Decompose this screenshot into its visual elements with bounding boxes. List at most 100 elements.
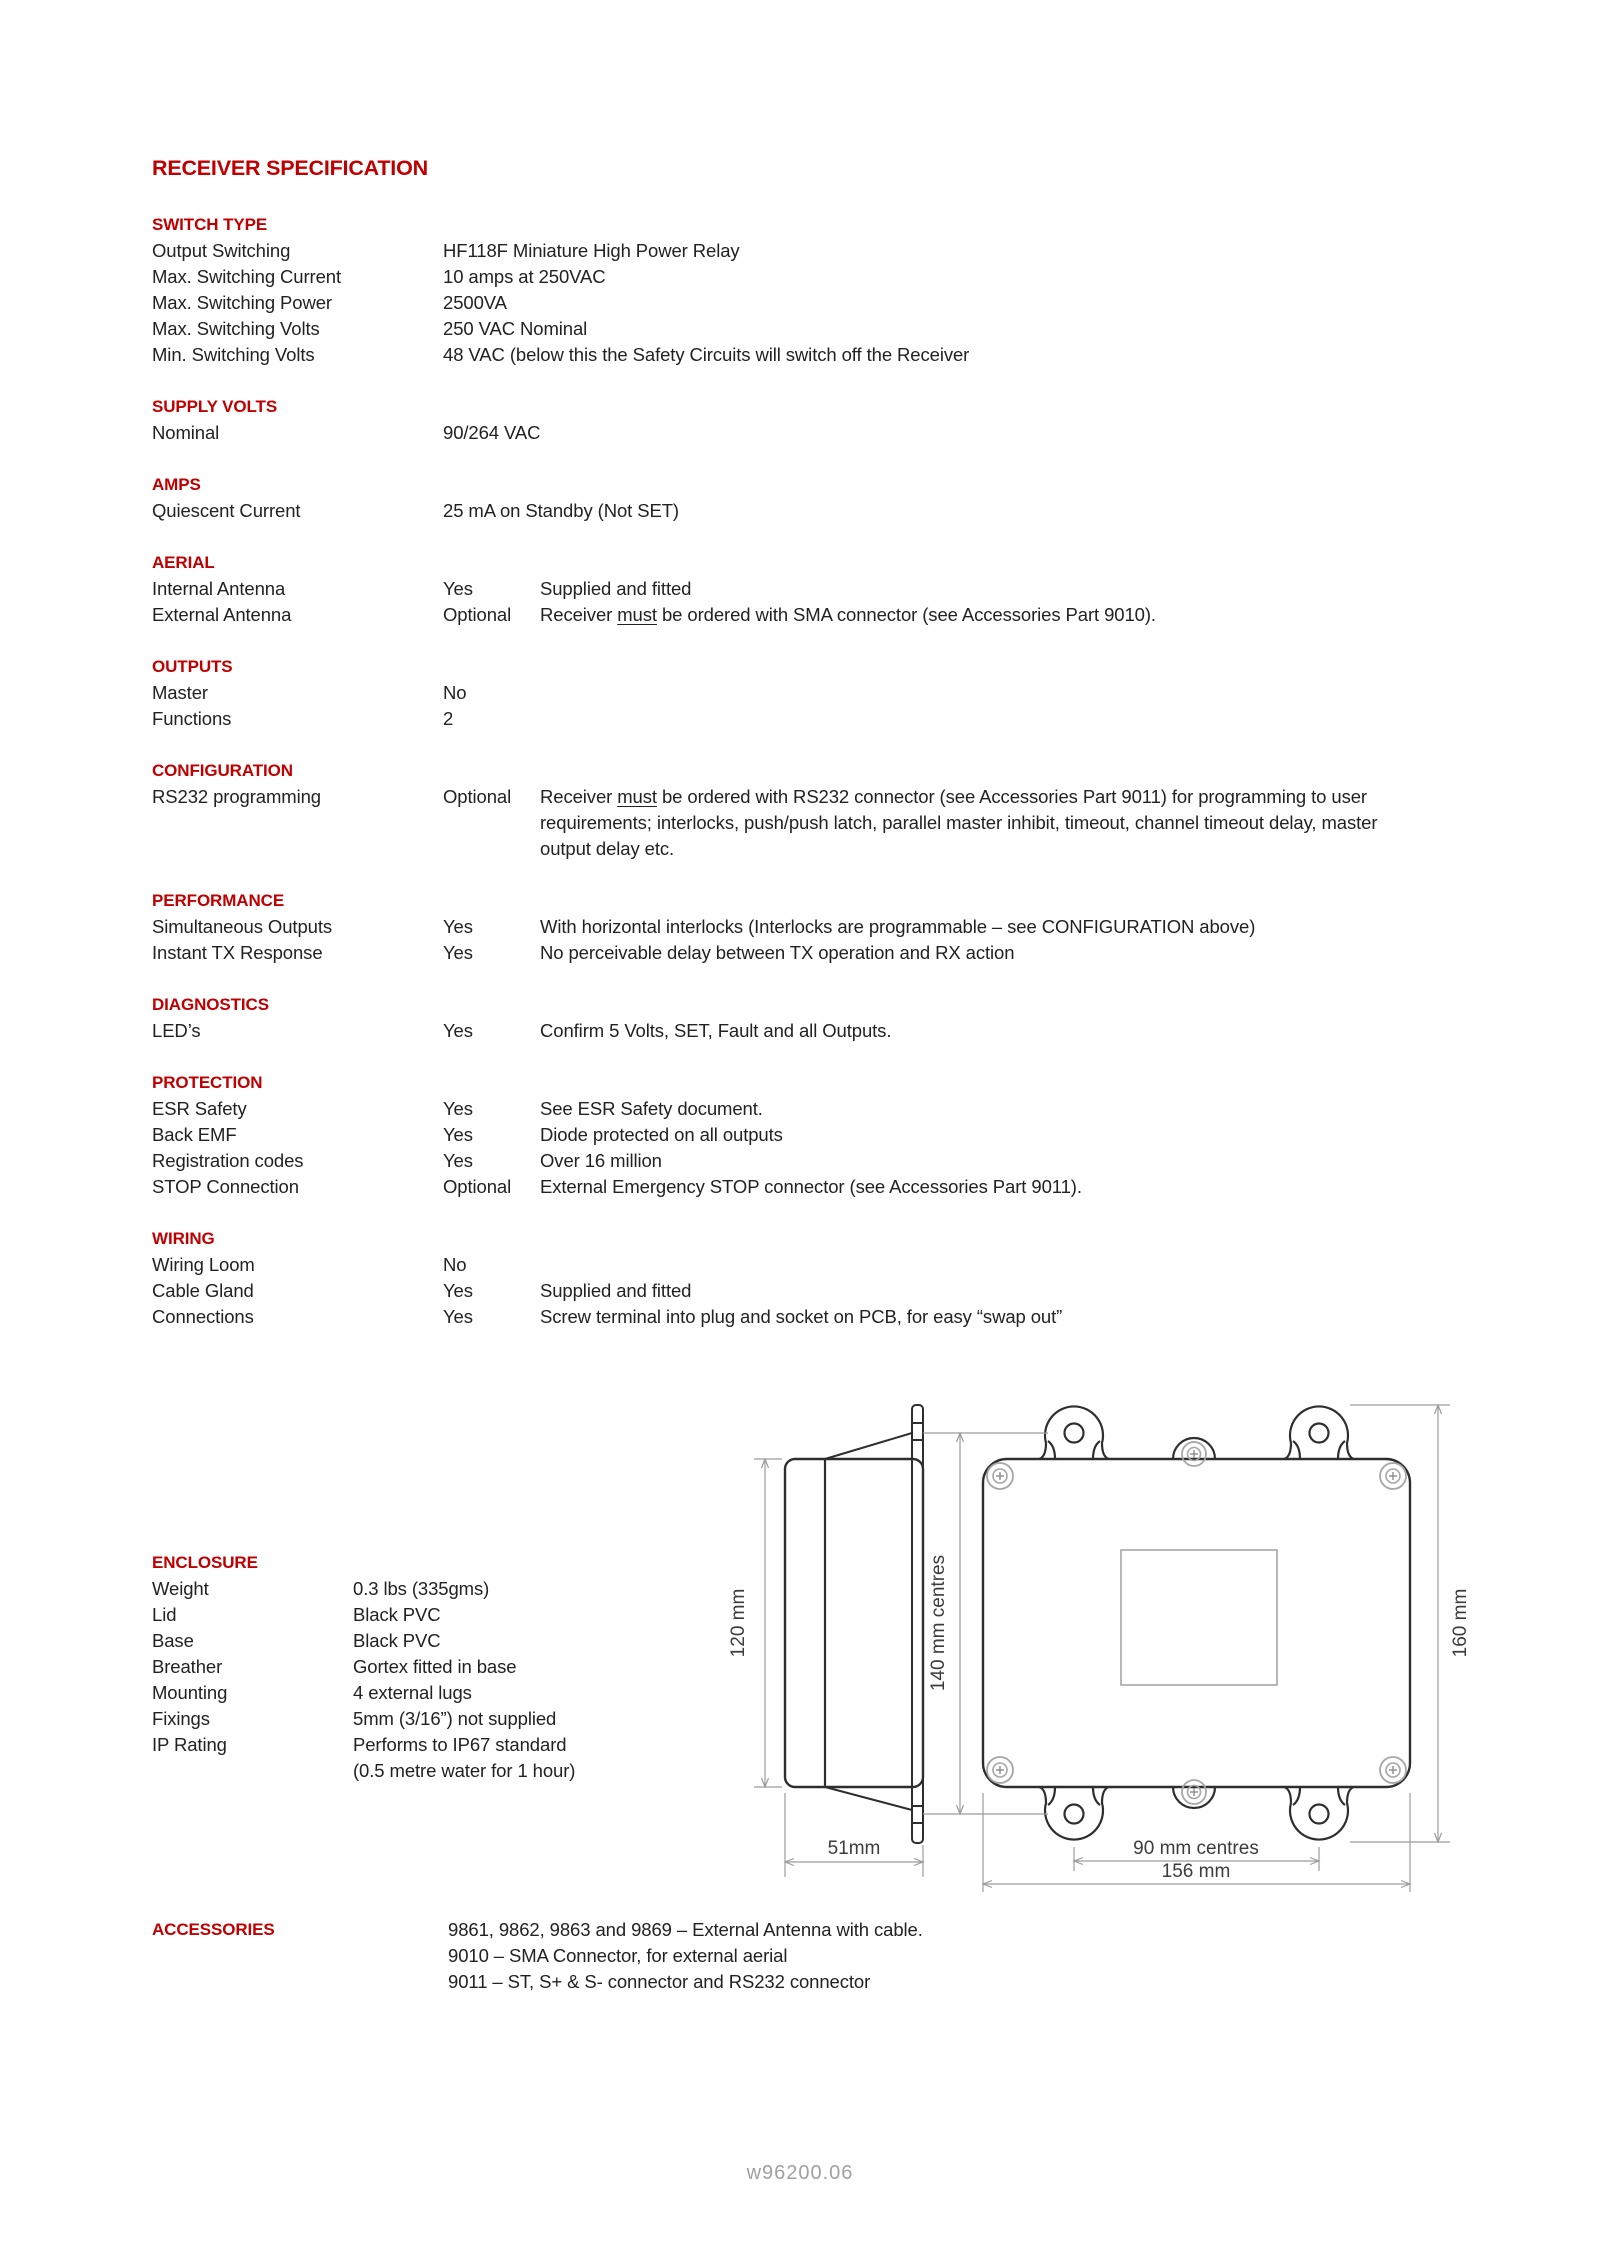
spec-label: Output Switching xyxy=(152,240,291,261)
dim-label-160mm: 160 mm xyxy=(1450,1589,1471,1658)
accessories-section: ACCESSORIES 9861, 9862, 9863 and 9869 – … xyxy=(152,1917,923,1995)
spec-description xyxy=(540,264,1388,290)
dim-label-120mm: 120 mm xyxy=(728,1589,749,1658)
dim-label-90mm-centres: 90 mm centres xyxy=(1133,1838,1259,1859)
enclosure-label: Breather xyxy=(152,1656,223,1677)
spec-description xyxy=(540,706,1388,732)
spec-label: Registration codes xyxy=(152,1150,304,1171)
spec-description: Confirm 5 Volts, SET, Fault and all Outp… xyxy=(540,1020,892,1041)
accessory-line: 9861, 9862, 9863 and 9869 – External Ant… xyxy=(448,1919,923,1940)
spec-label: Max. Switching Current xyxy=(152,266,342,287)
section-heading: OUTPUTS xyxy=(152,657,233,676)
mounting-lugs xyxy=(1038,1405,1355,1841)
enclosure-value: Black PVC xyxy=(353,1630,441,1651)
spec-label: Cable Gland xyxy=(152,1280,254,1301)
spec-value: 2 xyxy=(443,708,454,729)
lug-holes xyxy=(1047,1422,1346,1825)
dim-label-156mm: 156 mm xyxy=(1162,1861,1231,1882)
spec-label: Quiescent Current xyxy=(152,500,301,521)
front-view-outline xyxy=(981,1405,1412,1841)
enclosure-label: Fixings xyxy=(152,1708,210,1729)
spec-value: Yes xyxy=(443,1280,473,1301)
spec-value: Optional xyxy=(443,1176,512,1197)
dim-lug-centres-vertical: 140 mm centres xyxy=(923,1431,1048,1816)
dim-box-height: 120 mm xyxy=(728,1457,782,1789)
spec-value: 90/264 VAC xyxy=(443,422,541,443)
spec-label: ESR Safety xyxy=(152,1098,247,1119)
spec-description: Diode protected on all outputs xyxy=(540,1124,783,1145)
spec-value: No xyxy=(443,1254,467,1275)
bottom-screw-bump xyxy=(1171,1786,1217,1810)
enclosure-value: 0.3 lbs (335gms) xyxy=(353,1578,490,1599)
spec-description: Supplied and fitted xyxy=(540,1280,692,1301)
spec-description xyxy=(540,290,1388,316)
spec-value: Yes xyxy=(443,1098,473,1119)
spec-row: Master No xyxy=(152,680,1560,706)
spec-value: No xyxy=(443,682,467,703)
spec-description: No perceivable delay between TX operatio… xyxy=(540,942,1015,963)
spec-label: External Antenna xyxy=(152,604,292,625)
enclosure-value: 4 external lugs xyxy=(353,1682,472,1703)
section-heading: AERIAL xyxy=(152,553,215,572)
spec-description: Receiver must be ordered with RS232 conn… xyxy=(540,786,1378,859)
section-heading: SWITCH TYPE xyxy=(152,215,268,234)
spec-row: Back EMF Yes Diode protected on all output… xyxy=(152,1122,1560,1148)
spec-label: Back EMF xyxy=(152,1124,237,1145)
spec-value: 250 VAC Nominal xyxy=(443,318,588,339)
spec-label: Connections xyxy=(152,1306,254,1327)
section-heading: SUPPLY VOLTS xyxy=(152,397,278,416)
spec-description xyxy=(540,498,1388,524)
section-heading: WIRING xyxy=(152,1229,215,1248)
spec-label: LED’s xyxy=(152,1020,201,1041)
spec-label: RS232 programming xyxy=(152,786,321,807)
spec-description xyxy=(540,1252,1388,1278)
spec-value: 2500VA xyxy=(443,292,507,313)
enclosure-value: (0.5 metre water for 1 hour) xyxy=(353,1760,576,1781)
section-heading: ENCLOSURE xyxy=(152,1553,258,1572)
dim-label-140mm-centres: 140 mm centres xyxy=(928,1555,949,1691)
spec-value: 10 amps at 250VAC xyxy=(443,266,606,287)
enclosure-label: Mounting xyxy=(152,1682,228,1703)
spec-value: Yes xyxy=(443,1124,473,1145)
enclosure-label: IP Rating xyxy=(152,1734,227,1755)
spec-label: Internal Antenna xyxy=(152,578,286,599)
section-heading: DIAGNOSTICS xyxy=(152,995,269,1014)
section-heading: AMPS xyxy=(152,475,201,494)
section-heading: PERFORMANCE xyxy=(152,891,285,910)
spec-row: Max. Switching Current 10 amps at 250VAC xyxy=(152,264,1560,290)
spec-value: Yes xyxy=(443,1306,473,1327)
enclosure-label: Base xyxy=(152,1630,194,1651)
spec-label: Master xyxy=(152,682,208,703)
spec-label: Min. Switching Volts xyxy=(152,344,315,365)
accessory-line: 9010 – SMA Connector, for external aeria… xyxy=(448,1945,788,1966)
page-title: RECEIVER SPECIFICATION xyxy=(152,156,428,180)
spec-label: Instant TX Response xyxy=(152,942,323,963)
spec-description: Supplied and fitted xyxy=(540,578,692,599)
lid-centre-panel xyxy=(1120,1549,1278,1686)
spec-row: Cable Gland Yes Supplied and fitted xyxy=(152,1278,1560,1304)
